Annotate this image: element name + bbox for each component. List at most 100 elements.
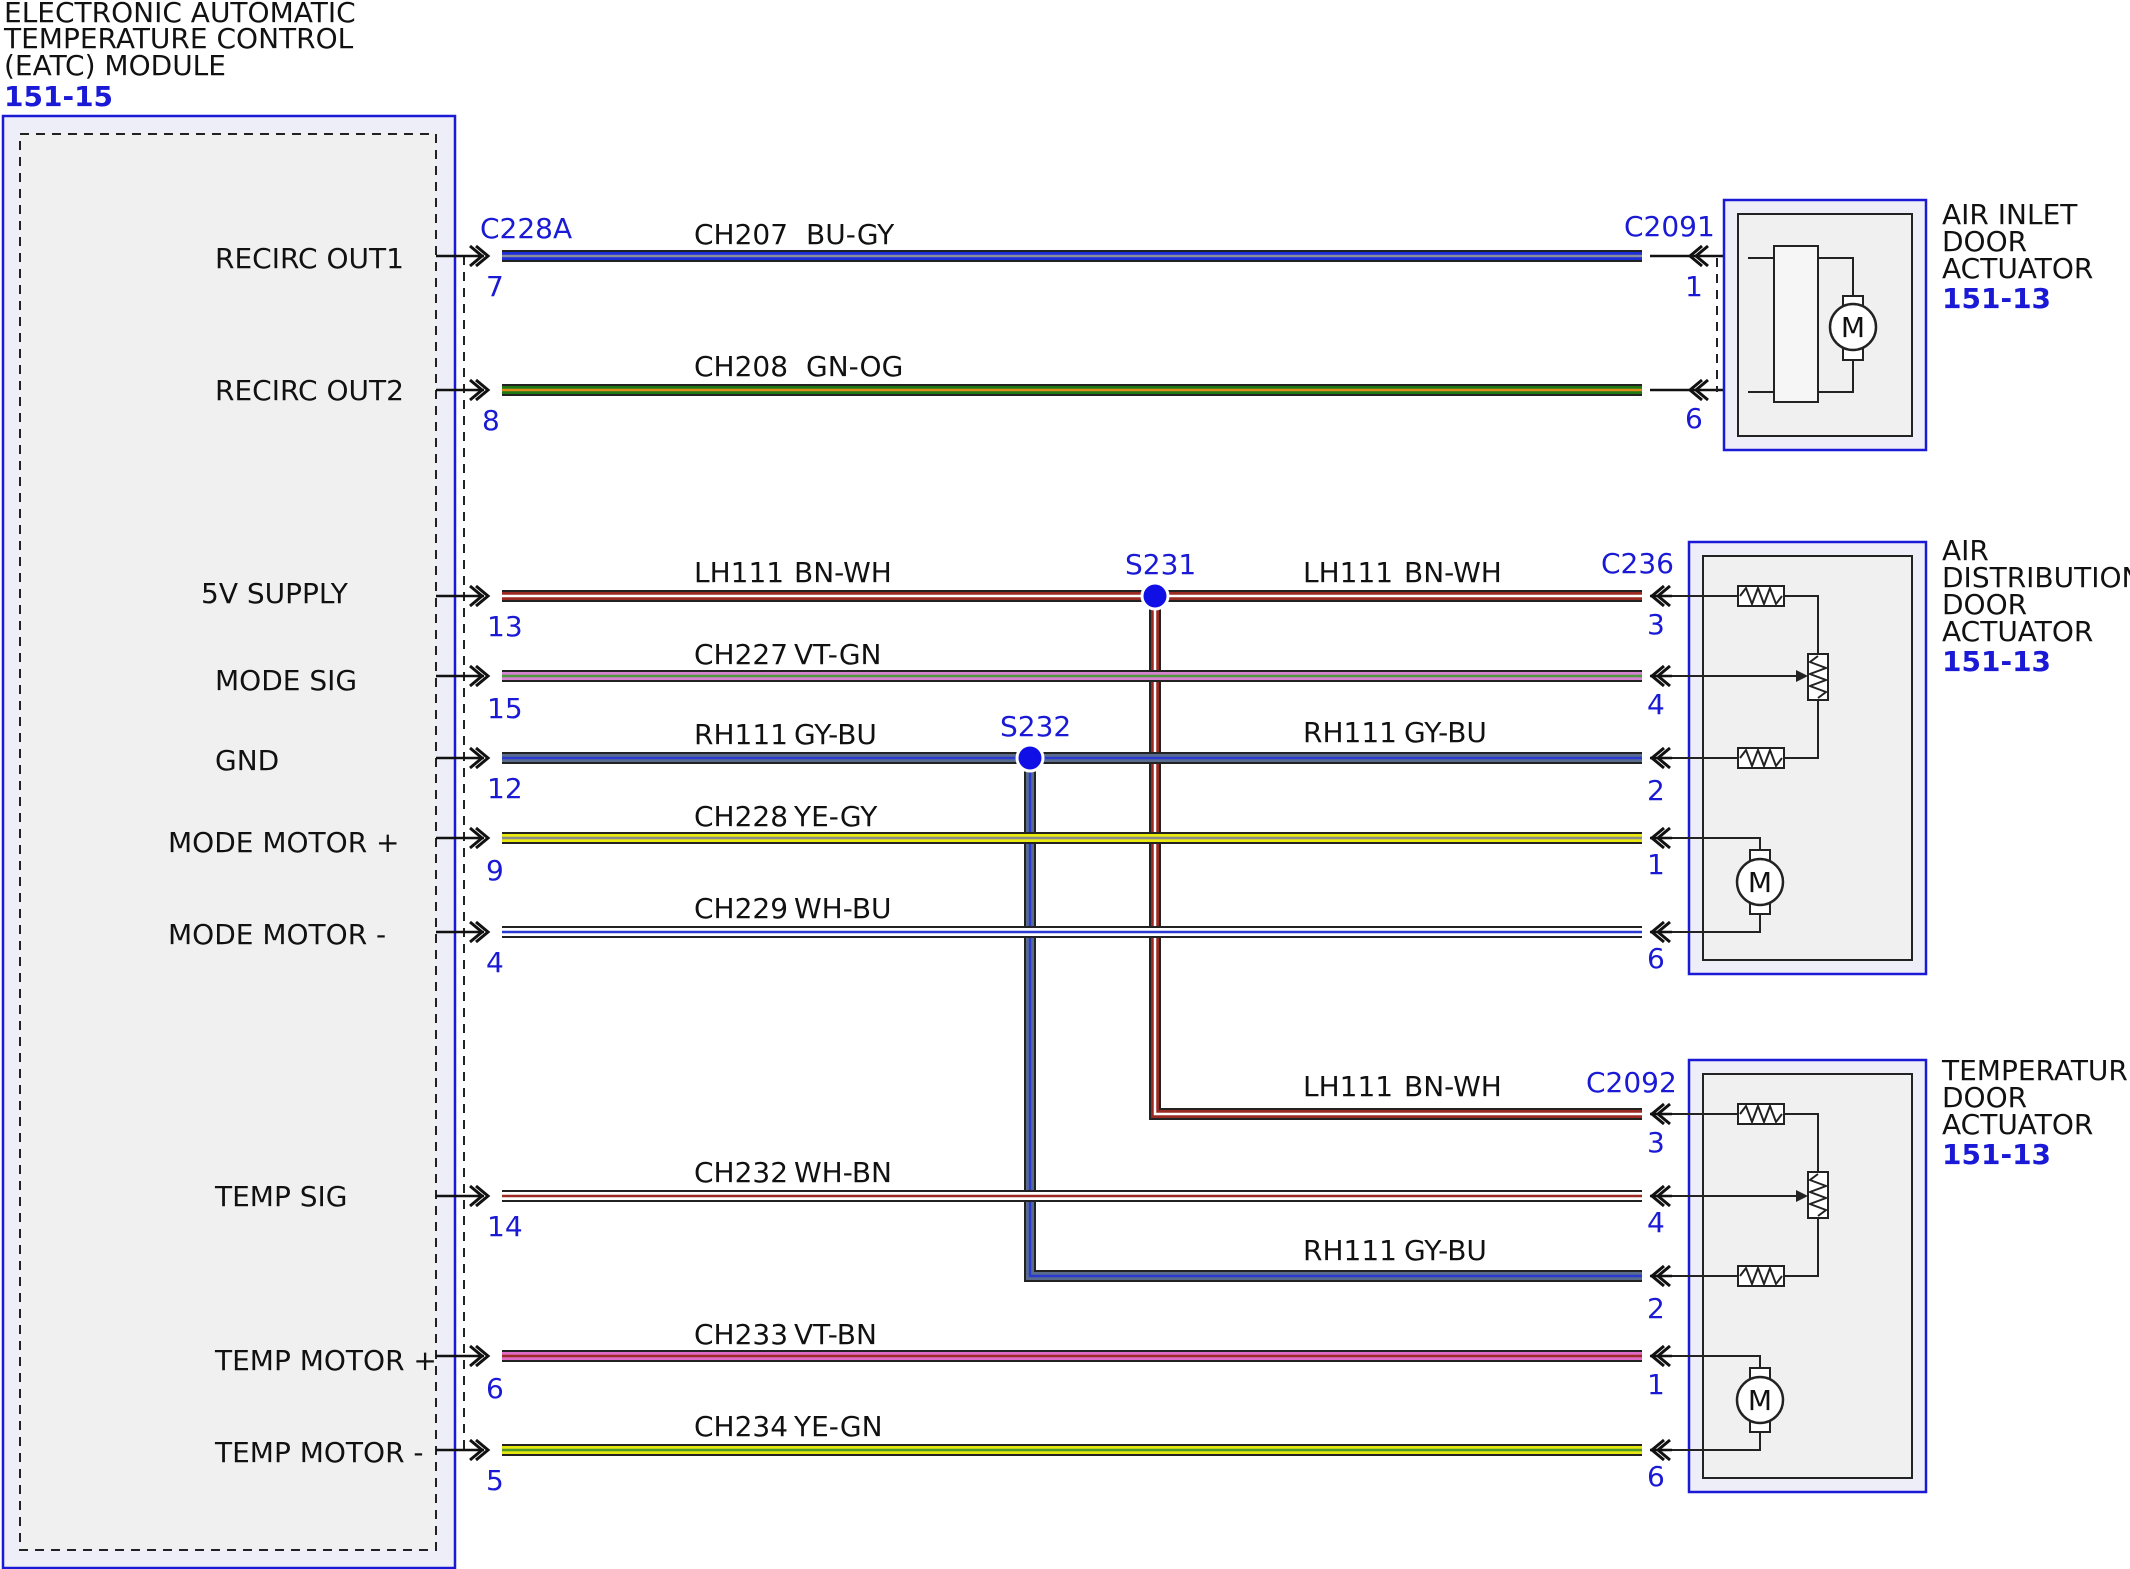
temp-ref: 151-13: [1942, 1138, 2051, 1171]
c228a-chevron-b-7: [475, 1184, 491, 1208]
right-connector-labels: C2091 1 6 C236 3 4 2 1 6 C2092 3 4 2 1 6: [1586, 210, 1715, 1493]
c236-pin-3: 3: [1647, 608, 1665, 641]
pin-label-mode-sig: MODE SIG: [215, 664, 357, 697]
wire-label-ch234-color: YE-GN: [793, 1410, 883, 1443]
actuator-chevron-6: [1655, 1184, 1671, 1208]
air-dist-ref: 151-13: [1942, 645, 2051, 678]
c228a-chevron-7: [469, 1184, 485, 1208]
temperature-door-actuator: M TEMPERATURE DOOR ACTUATOR 151-13: [1672, 1054, 2130, 1494]
wire-label-ch232-circuit: CH232: [694, 1156, 788, 1189]
wire-label-lh111-c-color: BN-WH: [1404, 1070, 1502, 1103]
mode-motor-symbol: M: [1748, 866, 1772, 899]
temp-wiper-arrow: [1796, 1190, 1808, 1202]
wire-label-ch234-circuit: CH234: [694, 1410, 788, 1443]
c236-pin-2: 2: [1647, 774, 1665, 807]
wire-label-rh111-a-color: GY-BU: [794, 718, 877, 751]
module-pin-4: 4: [486, 946, 504, 979]
wire-label-ch227-color: VT-GN: [794, 638, 881, 671]
actuator-chevron-b-3: [1649, 826, 1665, 850]
c2092-pin-1: 1: [1647, 1368, 1665, 1401]
actuator-chevron-8: [1655, 1344, 1671, 1368]
module-pin-5: 5: [486, 1464, 504, 1497]
actuator-chevron-b-0: [1649, 584, 1665, 608]
actuator-chevron-b-8: [1649, 1344, 1665, 1368]
wire-label-ch227-circuit: CH227: [694, 638, 788, 671]
wire-label-ch228-circuit: CH228: [694, 800, 788, 833]
air-inlet-name-2: DOOR: [1942, 225, 2027, 258]
actuator-chevron-7: [1655, 1264, 1671, 1288]
wire-label-ch228-color: YE-GY: [793, 800, 878, 833]
module-pin-8: 8: [482, 404, 500, 437]
module-pin-7: 7: [486, 270, 504, 303]
air-inlet-name-3: ACTUATOR: [1942, 252, 2093, 285]
splice-s232-label: S232: [1000, 710, 1071, 743]
connector-c2091-label: C2091: [1624, 210, 1715, 243]
wire-labels: CH207 BU-GY CH208 GN-OG LH111 BN-WH LH11…: [694, 218, 1502, 1443]
air-distribution-door-actuator: M AIR DISTRIBUTION DOOR ACTUATOR 151-13: [1672, 534, 2130, 976]
wire-label-ch207-color: BU-GY: [806, 218, 895, 251]
motor-icon: [1828, 302, 1878, 352]
wire-lh111: [502, 590, 1642, 1120]
module-pin-12: 12: [487, 772, 523, 805]
air-inlet-actuator-inner: [1737, 213, 1913, 437]
module-pin-6: 6: [486, 1372, 504, 1405]
pin-label-5v-supply: 5V SUPPLY: [201, 577, 349, 610]
module-pin-14: 14: [487, 1210, 523, 1243]
c228a-chevron-b-6: [475, 920, 491, 944]
c228a-chevron-5: [469, 826, 485, 850]
module-pin-15: 15: [487, 692, 523, 725]
c228a-chevron-b-2: [475, 584, 491, 608]
air-inlet-name-1: AIR INLET: [1942, 198, 2078, 231]
switch-leads: [1748, 257, 1774, 393]
c2091-pin-6: 6: [1685, 402, 1703, 435]
connector-c2092-label: C2092: [1586, 1066, 1677, 1099]
c228a-chevron-1: [469, 378, 485, 402]
module-title: ELECTRONIC AUTOMATIC TEMPERATURE CONTROL…: [3, 0, 356, 113]
wire-label-ch229-color: WH-BU: [794, 892, 892, 925]
motor-leads: [1818, 257, 1854, 393]
module-pin-9: 9: [486, 854, 504, 887]
c228a-chevron-b-9: [475, 1438, 491, 1462]
wire-label-rh111-b-color: GY-BU: [1404, 716, 1487, 749]
wire-label-lh111-c-circuit: LH111: [1303, 1070, 1393, 1103]
temp-sensor-leads: [1672, 1113, 1819, 1277]
wire-label-lh111-b-color: BN-WH: [1404, 556, 1502, 589]
c228a-chevron-0: [469, 244, 485, 268]
splice-s231-label: S231: [1125, 548, 1196, 581]
c228a-chevron-4: [469, 746, 485, 770]
c236-pin-4: 4: [1647, 688, 1665, 721]
pin-label-temp-sig: TEMP SIG: [214, 1180, 347, 1213]
wire-label-ch208-color: GN-OG: [806, 350, 903, 383]
wire-lh111-branch-stripe: [1153, 596, 1642, 1116]
c2091-chevron-b-1: [1687, 378, 1703, 402]
wire-label-rh111-c-color: GY-BU: [1404, 1234, 1487, 1267]
module-title-line-3: (EATC) MODULE: [4, 49, 226, 82]
temp-motor-leads: [1672, 1355, 1761, 1451]
mode-motor-leads: [1672, 837, 1761, 933]
wire-label-lh111-b-circuit: LH111: [1303, 556, 1393, 589]
c228a-chevron-3: [469, 664, 485, 688]
wire-label-ch233-circuit: CH233: [694, 1318, 788, 1351]
c228a-chevron-b-5: [475, 826, 491, 850]
actuator-chevron-9: [1655, 1438, 1671, 1462]
pin-label-mode-motor-minus: MODE MOTOR -: [168, 918, 386, 951]
connector-c236-label: C236: [1601, 547, 1674, 580]
c2091-chevron-1: [1693, 378, 1709, 402]
c228a-chevron-8: [469, 1344, 485, 1368]
pin-label-mode-motor-plus: MODE MOTOR +: [168, 826, 400, 859]
wire-label-ch232-color: WH-BN: [794, 1156, 892, 1189]
c228a-chevron-2: [469, 584, 485, 608]
position-sensor-leads: [1672, 595, 1819, 759]
actuator-chevron-1: [1655, 664, 1671, 688]
c228a-chevron-b-8: [475, 1344, 491, 1368]
temp-motor-symbol: M: [1748, 1384, 1772, 1417]
actuator-chevron-b-4: [1649, 920, 1665, 944]
c2091-chevron-0: [1693, 244, 1709, 268]
pin-label-temp-motor-plus: TEMP MOTOR +: [214, 1344, 437, 1377]
wire-label-lh111-a-color: BN-WH: [794, 556, 892, 589]
module-inner-box: [19, 133, 437, 1551]
air-inlet-door-actuator: M AIR INLET DOOR ACTUATOR 151-13: [1716, 198, 2093, 452]
actuator-chevron-b-6: [1649, 1184, 1665, 1208]
temp-name-3: ACTUATOR: [1942, 1108, 2093, 1141]
